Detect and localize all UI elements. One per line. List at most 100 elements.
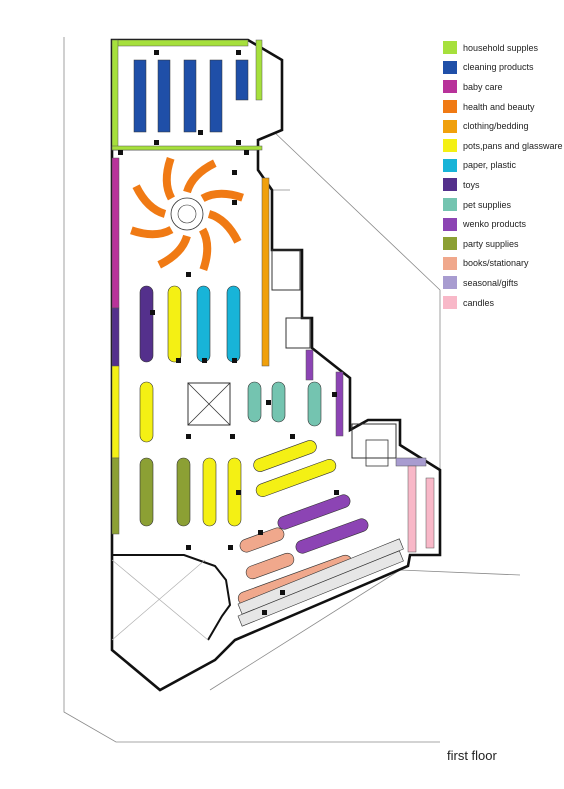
column — [186, 545, 191, 550]
legend-label: pots,pans and glassware — [463, 140, 563, 151]
gondola — [202, 457, 217, 527]
wall-shelving — [111, 39, 435, 553]
legend-label: clothing/bedding — [463, 121, 529, 132]
legend-swatch — [443, 158, 457, 172]
legend-label: toys — [463, 179, 480, 190]
column — [186, 272, 191, 277]
legend-label: wenko products — [463, 219, 527, 230]
column — [244, 150, 249, 155]
gondola — [271, 381, 286, 423]
legend-label: party supplies — [463, 238, 519, 249]
column — [236, 140, 241, 145]
column — [332, 392, 337, 397]
wall-shelf-0 — [111, 145, 263, 151]
legend-swatch — [443, 80, 457, 94]
gondola — [139, 381, 154, 443]
legend-swatch — [443, 100, 457, 114]
wall-shelf-9 — [305, 349, 314, 381]
legend-swatch — [443, 60, 457, 74]
column — [150, 310, 155, 315]
legend-item: baby care — [443, 77, 561, 97]
column — [118, 150, 123, 155]
display-arm — [183, 159, 217, 194]
legend-item: clothing/bedding — [443, 116, 561, 136]
display-arm — [162, 157, 176, 201]
legend-swatch — [443, 237, 457, 251]
wall-shelf-13 — [425, 477, 435, 549]
gondola — [176, 457, 191, 527]
legend-swatch — [443, 256, 457, 270]
column — [154, 50, 159, 55]
column — [230, 434, 235, 439]
shelving-islands — [133, 59, 369, 606]
gondola — [139, 285, 154, 363]
cleaning-aisle — [133, 59, 147, 133]
wall-shelf-5 — [111, 365, 120, 459]
legend-label: cleaning products — [463, 62, 534, 73]
column — [258, 530, 263, 535]
floor-title: first floor — [447, 748, 497, 763]
column — [334, 490, 339, 495]
legend: household supples cleaning products baby c… — [443, 38, 563, 313]
gondola-diagonal — [253, 440, 317, 472]
legend-swatch — [443, 178, 457, 192]
legend-label: paper, plastic — [463, 160, 517, 171]
health-beauty-display — [130, 157, 244, 271]
legend-label: pet supplies — [463, 199, 512, 210]
legend-swatch — [443, 41, 457, 55]
gondola-diagonal — [255, 459, 337, 497]
column — [236, 50, 241, 55]
gondola-diagonal — [245, 552, 295, 580]
cleaning-aisle — [183, 59, 197, 133]
columns — [118, 50, 339, 615]
legend-label: books/stationary — [463, 258, 529, 269]
display-arm — [198, 227, 212, 271]
escalator — [237, 550, 404, 627]
wall-shelf-4 — [261, 177, 270, 367]
legend-swatch — [443, 198, 457, 212]
column — [154, 140, 159, 145]
legend-label: household supples — [463, 42, 539, 53]
site-outline — [63, 37, 521, 743]
legend-swatch — [443, 276, 457, 290]
legend-item: pet supplies — [443, 195, 561, 215]
column — [280, 590, 285, 595]
legend-item: cleaning products — [443, 58, 561, 78]
legend-swatch — [443, 139, 457, 153]
cleaning-aisle — [209, 59, 223, 133]
display-arm — [157, 234, 191, 269]
legend-label: baby care — [463, 81, 503, 92]
wall-shelf-0 — [111, 39, 119, 151]
legend-item: household supples — [443, 38, 561, 58]
legend-item: health and beauty — [443, 97, 561, 117]
gondola-diagonal — [277, 494, 351, 530]
legend-item: party supplies — [443, 234, 561, 254]
legend-label: health and beauty — [463, 101, 535, 112]
wall-shelf-0 — [255, 39, 263, 101]
display-arm — [207, 210, 242, 244]
gondola — [167, 285, 182, 363]
wall-shelf-12 — [395, 457, 427, 467]
legend-swatch — [443, 296, 457, 310]
legend-item: toys — [443, 175, 561, 195]
wall-shelf-10 — [111, 457, 120, 535]
wall-shelf-13 — [407, 465, 417, 553]
legend-item: pots,pans and glassware — [443, 136, 563, 156]
column — [228, 545, 233, 550]
escalators — [237, 538, 404, 627]
legend-label: candles — [463, 297, 495, 308]
gondola — [139, 457, 154, 527]
column — [290, 434, 295, 439]
legend-swatch — [443, 217, 457, 231]
column — [202, 358, 207, 363]
column — [232, 170, 237, 175]
cleaning-aisle — [235, 59, 249, 101]
column — [186, 434, 191, 439]
display-center — [170, 197, 204, 231]
gondola — [226, 285, 241, 363]
display-arm — [132, 184, 167, 218]
legend-item: candles — [443, 293, 561, 313]
column — [232, 200, 237, 205]
column — [266, 400, 271, 405]
